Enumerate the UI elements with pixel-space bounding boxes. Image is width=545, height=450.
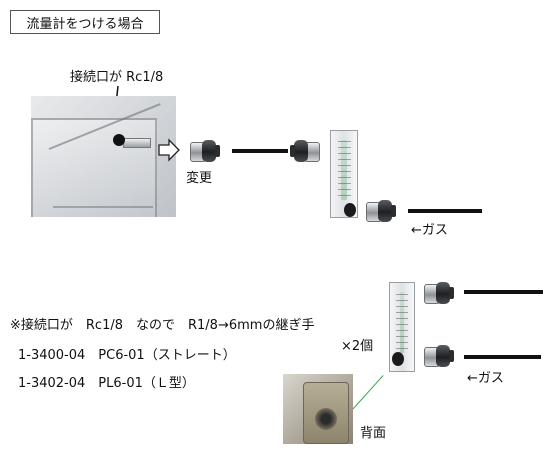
fitting-straight — [290, 140, 320, 162]
tube — [464, 290, 543, 294]
fitting-straight — [366, 200, 396, 222]
connection-note: ※接続口が Rc1/8 なので R1/8→6mmの継ぎ手 — [10, 318, 315, 333]
tube — [232, 149, 288, 153]
tube — [464, 355, 541, 359]
flow-meter — [389, 282, 415, 372]
meter-knob — [392, 352, 404, 366]
valve-knob — [113, 134, 125, 146]
back-photo — [283, 374, 353, 444]
glass-chamber — [31, 118, 157, 217]
meter-knob — [344, 203, 356, 217]
valve-fitting — [123, 138, 151, 148]
glass-edge — [53, 206, 153, 208]
gas-label-top: ←ガス — [411, 223, 448, 238]
connection-label: 接続口が Rc1/8 — [70, 70, 164, 85]
quantity-label: ×2個 — [341, 339, 374, 354]
arrow-right-icon — [158, 138, 180, 162]
gas-label-bottom: ←ガス — [467, 371, 504, 386]
change-label: 変更 — [186, 171, 213, 186]
part-elbow: 1-3402-04 PL6-01（Ｌ型） — [18, 376, 195, 391]
tube — [408, 209, 482, 213]
fitting-straight — [424, 282, 454, 304]
back-label: 背面 — [360, 426, 387, 441]
page-title-box: 流量計をつける場合 — [10, 10, 160, 34]
fitting-straight — [424, 345, 454, 367]
apparatus-photo — [31, 96, 176, 217]
part-straight: 1-3400-04 PC6-01（ストレート） — [18, 348, 236, 363]
page-title: 流量計をつける場合 — [26, 16, 144, 32]
fitting-straight — [190, 140, 220, 162]
port-hole — [315, 408, 337, 430]
